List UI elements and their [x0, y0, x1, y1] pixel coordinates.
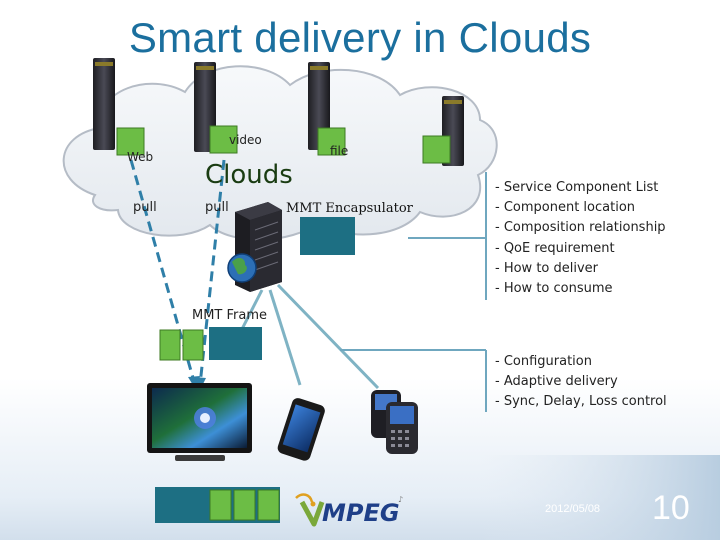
component-web-box [116, 127, 145, 156]
mpeg-logo: MPEG ♪ [292, 488, 422, 528]
component-video-box [209, 125, 238, 154]
mpeg-logo-superscript: ♪ [398, 495, 403, 504]
mpeg-logo-mark: MPEG ♪ [295, 493, 403, 527]
smartphone-icon [277, 398, 325, 461]
label-file: file [330, 144, 349, 158]
frame-label: MMT Frame [192, 308, 268, 323]
delivery-item: - Adaptive delivery [495, 374, 618, 390]
frame-header-box [209, 327, 262, 360]
server-rack-1 [93, 58, 115, 150]
globe-icon [227, 253, 257, 283]
packet-strip [155, 487, 280, 523]
metadata-item: - Service Component List [495, 180, 659, 195]
cloud-shape [62, 65, 498, 241]
component-file-box [317, 127, 346, 156]
footer-band [480, 455, 720, 540]
label-pull-left: pull [133, 200, 157, 215]
slide-date: 2012/05/08 [545, 503, 601, 515]
label-clouds: Clouds [205, 160, 293, 190]
metadata-item: - How to deliver [495, 260, 599, 276]
component-extra-box [422, 135, 451, 164]
label-web: Web [127, 150, 154, 164]
metadata-list: - Service Component List - Component loc… [495, 178, 666, 299]
label-video: video [229, 133, 262, 147]
encapsulator-box [300, 217, 355, 255]
metadata-item: - Component location [495, 200, 636, 216]
encapsulator-label: MMT Encapsulator [286, 201, 413, 216]
metadata-item: - How to consume [495, 281, 613, 297]
tv-icon [147, 383, 252, 461]
mpeg-logo-text: MPEG [322, 499, 400, 527]
label-pull-mid: pull [205, 200, 229, 215]
blackberry-phones-icon [371, 390, 418, 454]
frame-component-1 [159, 329, 181, 361]
delivery-connectors [238, 283, 380, 390]
page-number: 10 [652, 489, 690, 527]
metadata-item: - QoE requirement [495, 240, 615, 256]
delivery-item: - Sync, Delay, Loss control [495, 394, 667, 410]
slide-title: Smart delivery in Clouds [128, 14, 592, 61]
delivery-list: - Configuration - Adaptive delivery - Sy… [495, 352, 667, 413]
metadata-item: - Composition relationship [495, 220, 666, 236]
list-brackets [340, 172, 487, 412]
delivery-item: - Configuration [495, 354, 592, 369]
frame-component-2 [182, 329, 204, 361]
